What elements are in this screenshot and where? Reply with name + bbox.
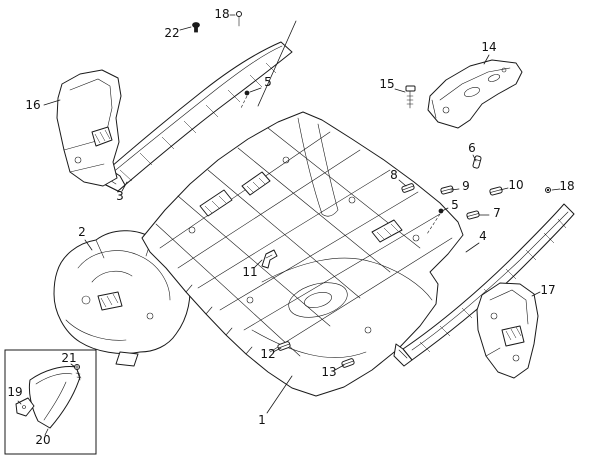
callout-17: 17 bbox=[540, 283, 555, 297]
part-5-rivet-upper bbox=[244, 90, 250, 96]
callout-labels: 18 22 16 5 15 14 3 6 8 9 10 18 5 7 2 11 … bbox=[7, 7, 574, 447]
callout-3: 3 bbox=[116, 189, 124, 203]
inset-box bbox=[4, 349, 97, 455]
callout-4: 4 bbox=[479, 229, 487, 243]
callout-5-upper: 5 bbox=[264, 75, 272, 89]
callout-22: 22 bbox=[164, 26, 179, 40]
part-18-screw-right bbox=[545, 187, 551, 193]
part-5-rivet-right bbox=[438, 208, 444, 214]
callout-13: 13 bbox=[321, 365, 336, 379]
part-2-wheel-arch-panel bbox=[53, 230, 191, 367]
callout-18-top: 18 bbox=[214, 7, 229, 21]
callout-15: 15 bbox=[379, 77, 394, 91]
part-13-clip bbox=[341, 358, 355, 368]
callout-2: 2 bbox=[78, 225, 86, 239]
part-20-cover bbox=[28, 366, 81, 429]
callout-18-right: 18 bbox=[559, 179, 574, 193]
callout-14: 14 bbox=[481, 40, 496, 54]
part-7-clip bbox=[466, 210, 480, 220]
callout-5-right: 5 bbox=[451, 198, 459, 212]
part-22-plug bbox=[192, 22, 200, 33]
callout-10: 10 bbox=[508, 178, 523, 192]
callout-7: 7 bbox=[493, 206, 501, 220]
callout-9: 9 bbox=[462, 179, 470, 193]
leader-lines bbox=[17, 14, 561, 436]
callout-19: 19 bbox=[7, 385, 22, 399]
callout-12: 12 bbox=[260, 347, 275, 361]
callout-20: 20 bbox=[35, 433, 50, 447]
callout-6: 6 bbox=[468, 141, 476, 155]
part-18-screw-top bbox=[236, 11, 242, 27]
part-17-panel bbox=[476, 282, 539, 379]
callout-16: 16 bbox=[25, 98, 40, 112]
part-15-bolt bbox=[405, 85, 416, 109]
part-19-clip bbox=[15, 397, 35, 417]
callout-21: 21 bbox=[61, 351, 76, 365]
callout-11: 11 bbox=[242, 265, 257, 279]
callout-1: 1 bbox=[258, 413, 266, 427]
part-8-clip bbox=[401, 183, 415, 193]
part-1-floor-panel bbox=[141, 111, 464, 397]
part-14-bracket bbox=[427, 59, 523, 129]
part-9-clip bbox=[440, 185, 454, 195]
part-16-bracket bbox=[56, 69, 122, 187]
callout-8: 8 bbox=[390, 168, 398, 182]
part-11-bracket bbox=[261, 249, 278, 269]
part-10-clip bbox=[489, 186, 503, 196]
